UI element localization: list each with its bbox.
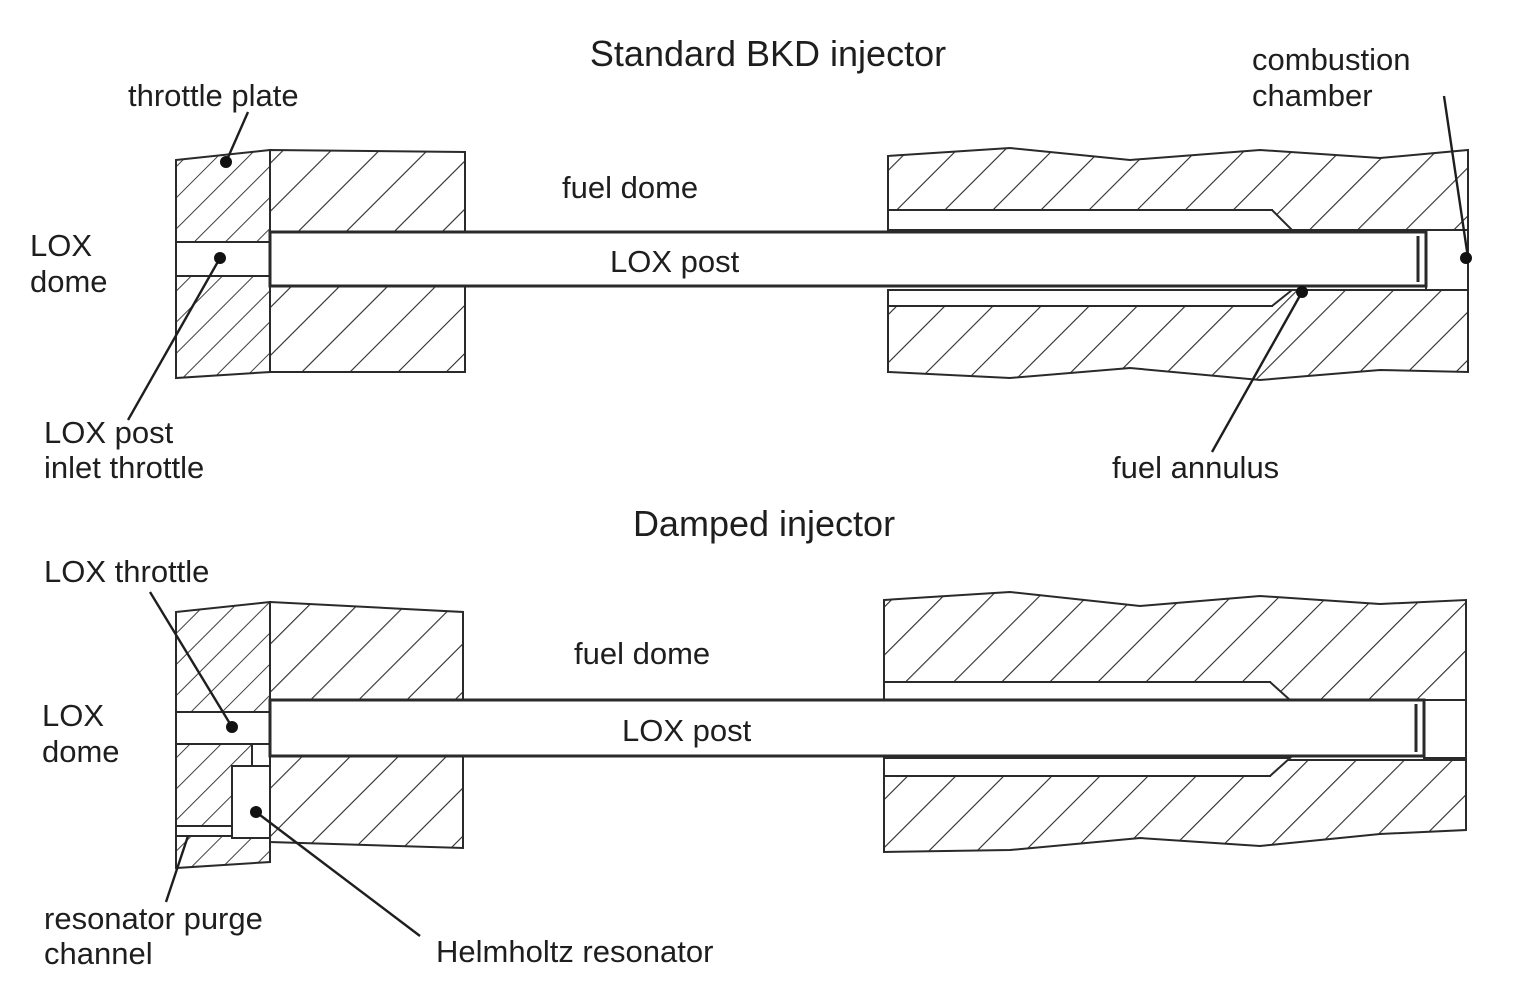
label-damped-lox-dome-line1: LOX	[42, 698, 104, 733]
damped-body-left-upper	[269, 600, 464, 701]
leader-lox-throttle	[148, 591, 234, 728]
label-resonator-purge-channel-line2: channel	[44, 936, 153, 971]
fuel-annulus-gap-lower	[887, 289, 1295, 307]
dot-combustion-chamber	[1460, 252, 1472, 264]
label-damped-lox-dome-line2: dome	[42, 734, 120, 769]
dot-lox-post-inlet-throttle	[214, 252, 226, 264]
injector-body-left-upper	[269, 148, 466, 233]
label-throttle-plate: throttle plate	[128, 78, 299, 113]
label-lox-post-inlet-throttle-line2: inlet throttle	[44, 450, 204, 485]
label-combustion-chamber-line2: chamber	[1252, 78, 1373, 113]
label-damped-lox-post: LOX post	[622, 713, 752, 748]
dot-throttle-plate	[220, 156, 232, 168]
leader-resonator-purge-channel	[164, 835, 190, 903]
leader-throttle-plate	[224, 111, 250, 163]
damped-fuel-annulus-gap-upper	[883, 681, 1293, 701]
label-fuel-dome: fuel dome	[562, 170, 698, 205]
lox-post-tube	[268, 230, 1428, 288]
damped-injector-diagram: Damped injector LOX throttle LOX dome fu…	[42, 503, 1467, 971]
standard-injector-title: Standard BKD injector	[590, 33, 946, 74]
leader-lox-post-inlet-throttle	[126, 257, 222, 421]
leader-combustion-chamber	[1442, 95, 1470, 259]
label-fuel-annulus: fuel annulus	[1112, 450, 1279, 485]
label-lox-post: LOX post	[610, 244, 740, 279]
damped-injector-title: Damped injector	[633, 503, 895, 544]
dot-fuel-annulus	[1296, 286, 1308, 298]
leader-fuel-annulus	[1210, 291, 1304, 453]
damped-body-left-lower	[269, 755, 464, 850]
throttle-plate-lower	[175, 275, 271, 380]
damped-lox-post-tube	[268, 698, 1426, 758]
label-lox-throttle: LOX throttle	[44, 554, 209, 589]
helmholtz-resonator-cavity	[231, 765, 271, 839]
damped-fuel-annulus-gap-lower	[883, 757, 1293, 777]
label-lox-dome-line2: dome	[30, 264, 108, 299]
label-lox-post-inlet-throttle-line1: LOX post	[44, 415, 174, 450]
label-resonator-purge-channel-line1: resonator purge	[44, 901, 263, 936]
label-lox-dome-line1: LOX	[30, 228, 92, 263]
label-combustion-chamber-line1: combustion	[1252, 42, 1411, 77]
fuel-annulus-gap-upper	[887, 209, 1295, 231]
label-helmholtz-resonator: Helmholtz resonator	[436, 934, 713, 969]
resonator-purge-channel	[175, 825, 235, 837]
leader-helmholtz-resonator	[255, 811, 421, 937]
dot-lox-throttle	[226, 721, 238, 733]
helmholtz-resonator-neck	[251, 743, 271, 767]
damped-lox-throttle-hole	[175, 711, 271, 745]
standard-injector-diagram: Standard BKD injector throttle plate LOX…	[30, 33, 1472, 485]
label-damped-fuel-dome: fuel dome	[574, 636, 710, 671]
damped-chamber-exit	[1423, 699, 1467, 759]
injector-body-left-lower	[269, 285, 466, 373]
dot-helmholtz-resonator	[250, 806, 262, 818]
